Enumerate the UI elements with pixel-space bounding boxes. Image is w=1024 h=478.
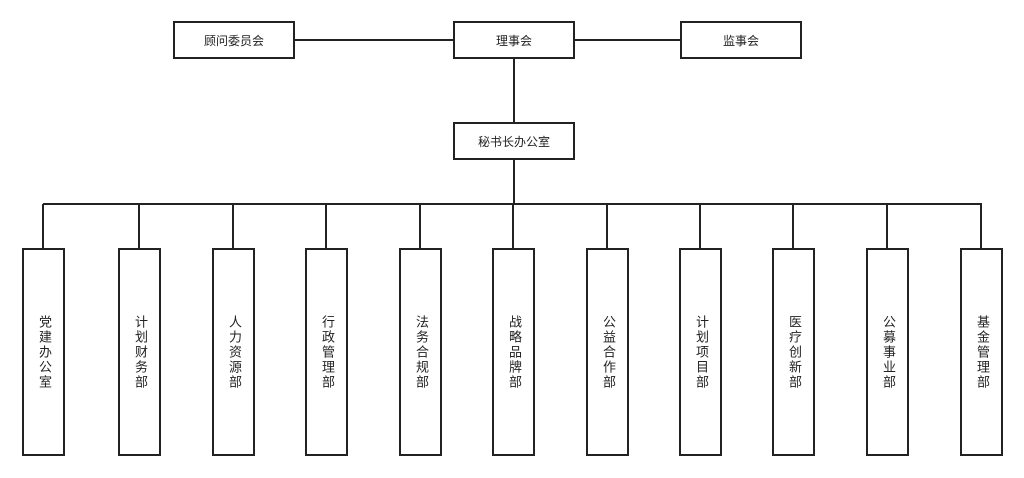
- department-box: 医疗创新部: [772, 248, 815, 456]
- department-label: 公募事业部: [880, 314, 895, 390]
- department-box: 公募事业部: [866, 248, 909, 456]
- department-label: 公益合作部: [600, 314, 615, 390]
- department-label: 计划项目部: [693, 314, 708, 390]
- department-label: 战略品牌部: [506, 314, 521, 390]
- department-label: 计划财务部: [132, 314, 147, 390]
- department-box: 法务合规部: [399, 248, 442, 456]
- department-box: 行政管理部: [305, 248, 348, 456]
- department-label: 人力资源部: [226, 314, 241, 390]
- secretariat-office-label: 秘书长办公室: [477, 134, 550, 149]
- department-label: 基金管理部: [974, 314, 989, 390]
- advisory-committee-box: 顾问委员会: [173, 21, 295, 59]
- board-of-supervisors-label: 监事会: [722, 33, 759, 48]
- department-label: 党建办公室: [36, 314, 51, 390]
- department-box: 计划项目部: [679, 248, 722, 456]
- council-label: 理事会: [495, 33, 532, 48]
- department-label: 行政管理部: [319, 314, 334, 390]
- advisory-committee-label: 顾问委员会: [203, 33, 264, 48]
- department-box: 人力资源部: [212, 248, 255, 456]
- department-label: 医疗创新部: [786, 314, 801, 390]
- department-box: 党建办公室: [22, 248, 65, 456]
- board-of-supervisors-box: 监事会: [680, 21, 802, 59]
- department-box: 战略品牌部: [492, 248, 535, 456]
- secretariat-office-box: 秘书长办公室: [453, 122, 575, 160]
- council-box: 理事会: [453, 21, 575, 59]
- department-box: 基金管理部: [960, 248, 1003, 456]
- department-box: 公益合作部: [586, 248, 629, 456]
- department-label: 法务合规部: [413, 314, 428, 390]
- department-box: 计划财务部: [118, 248, 161, 456]
